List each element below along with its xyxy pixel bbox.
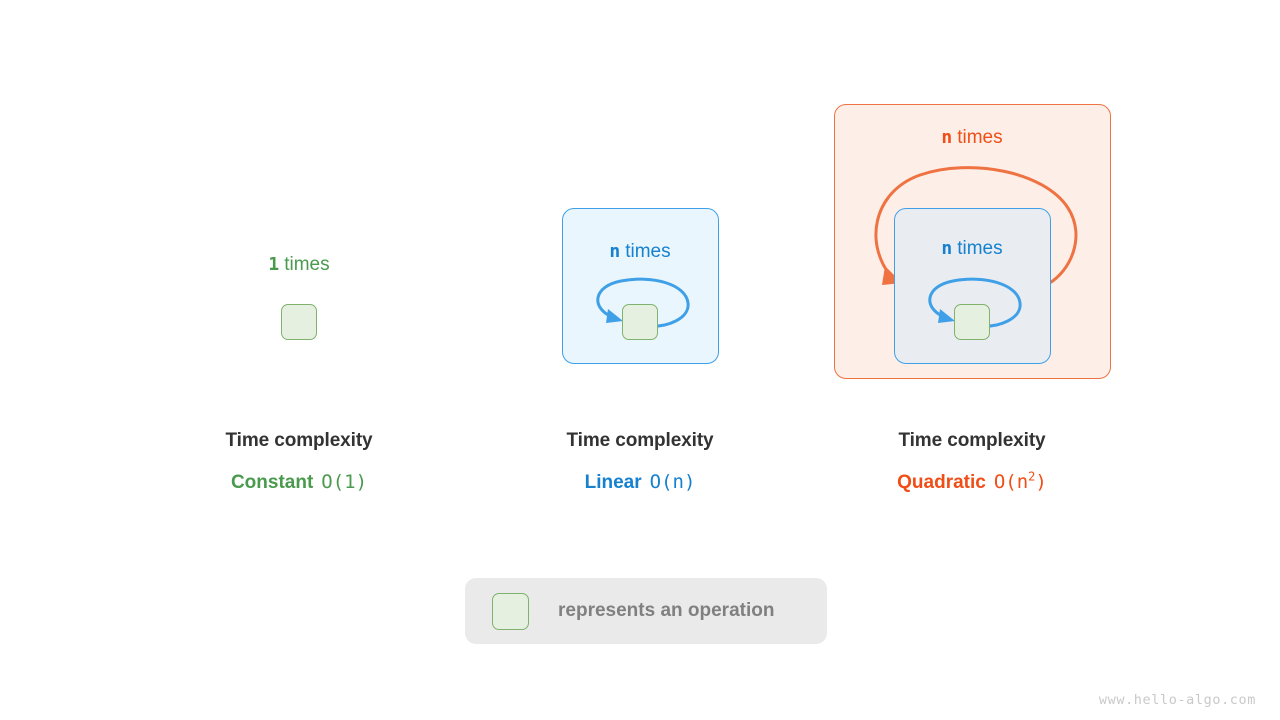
loop-box-quadratic-inner	[894, 208, 1051, 364]
caption-formula-quadratic: Quadratic O(n2)	[897, 471, 1047, 493]
caption-quadratic: Time complexity Quadratic O(n2)	[897, 430, 1047, 492]
bigo-suffix: )	[1035, 471, 1047, 493]
legend: represents an operation	[465, 578, 827, 644]
complexity-bigo-linear: O(n)	[649, 471, 696, 493]
loop-box-linear	[562, 208, 719, 364]
caption-title-linear: Time complexity	[566, 430, 714, 451]
caption-linear: Time complexity Linear O(n)	[566, 430, 713, 492]
caption-title-constant: Time complexity	[225, 430, 373, 451]
bigo-exponent: 2	[1028, 469, 1036, 484]
bigo-prefix: O(n	[993, 471, 1029, 493]
linear-count-word: times	[625, 241, 671, 262]
complexity-name-constant: Constant	[230, 472, 314, 493]
complexity-bigo-constant: O(1)	[321, 471, 368, 493]
caption-formula-linear: Linear O(n)	[566, 471, 713, 493]
operation-square-icon	[492, 592, 529, 630]
quadratic-inner-count-word: times	[957, 238, 1003, 259]
complexity-name-linear: Linear	[584, 472, 642, 493]
operation-square-constant	[281, 304, 317, 340]
complexity-bigo-quadratic: O(n2)	[994, 471, 1047, 493]
caption-formula-constant: Constant O(1)	[225, 471, 372, 493]
constant-count-word: times	[284, 254, 330, 275]
operation-square-quadratic	[954, 304, 990, 340]
linear-count-number: n	[609, 241, 621, 262]
watermark: www.hello-algo.com	[1098, 692, 1256, 708]
quadratic-inner-count-number: n	[941, 238, 953, 259]
caption-constant: Time complexity Constant O(1)	[225, 430, 372, 492]
quadratic-outer-count-number: n	[941, 127, 953, 148]
complexity-name-quadratic: Quadratic	[897, 472, 986, 493]
legend-label: represents an operation	[558, 600, 775, 621]
caption-title-quadratic: Time complexity	[898, 430, 1046, 451]
quadratic-outer-count-word: times	[957, 127, 1003, 148]
operation-square-linear	[622, 304, 658, 340]
constant-count-number: 1	[268, 254, 280, 275]
